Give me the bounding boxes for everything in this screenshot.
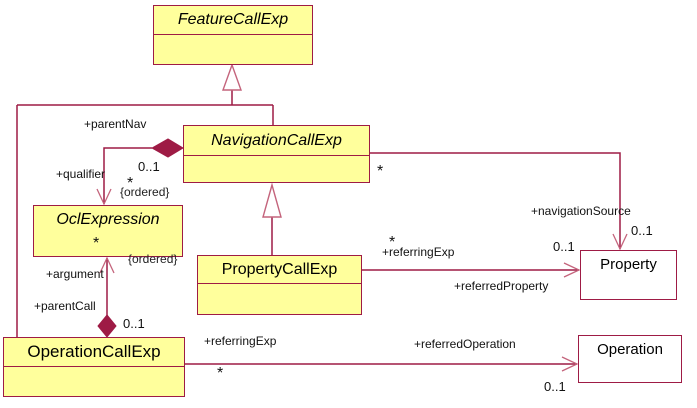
class-navigationcallexp-compartment [184, 156, 369, 182]
multiplicity-referringexp-operation: * [217, 365, 224, 382]
class-property-name: Property [600, 256, 657, 273]
multiplicity-navigationsource-source: * [377, 163, 384, 180]
class-navigationcallexp: NavigationCallExp [183, 125, 370, 183]
class-featurecallexp-compartment [154, 35, 312, 64]
multiplicity-parentnav: 0..1 [138, 159, 160, 174]
multiplicity-navigationsource-target: 0..1 [631, 223, 653, 238]
class-operationcallexp-compartment [4, 367, 184, 396]
role-label-navigationsource: +navigationSource [531, 204, 631, 218]
arrowhead-argument [99, 256, 115, 274]
role-label-referringexp-operation: +referringExp [204, 334, 277, 348]
constraint-qualifier-ordered: {ordered} [120, 185, 170, 199]
arrowhead-referredoperation [561, 356, 579, 372]
class-featurecallexp: FeatureCallExp [153, 5, 313, 65]
class-propertycallexp: PropertyCallExp [197, 255, 362, 315]
role-label-referringexp-property: +referringExp [382, 245, 455, 259]
class-operation: Operation [578, 335, 682, 383]
multiplicity-argument: * [93, 235, 100, 252]
multiplicity-referringexp-property: * [389, 234, 396, 251]
class-operation-name: Operation [597, 341, 663, 358]
arrowhead-referredproperty [563, 262, 581, 278]
role-label-parentcall: +parentCall [34, 299, 96, 313]
association-qualifier-line [103, 147, 152, 204]
class-featurecallexp-name: FeatureCallExp [154, 6, 312, 35]
multiplicity-referredproperty: 0..1 [553, 239, 575, 254]
class-oclexpression-name: OclExpression [56, 211, 160, 228]
class-operationcallexp-name: OperationCallExp [4, 338, 184, 367]
multiplicity-referredoperation: 0..1 [544, 379, 566, 394]
class-oclexpression: OclExpression [33, 205, 183, 257]
composition-diamond-parentnav [150, 138, 184, 158]
class-property: Property [580, 250, 677, 300]
composition-diamond-parentcall [97, 314, 117, 338]
role-label-argument: +argument [46, 267, 104, 281]
role-label-parentnav: +parentNav [84, 117, 147, 131]
class-navigationcallexp-name: NavigationCallExp [184, 126, 369, 156]
generalization-bus-line [16, 90, 274, 337]
class-propertycallexp-name: PropertyCallExp [198, 256, 361, 284]
class-operationcallexp: OperationCallExp [3, 337, 185, 397]
role-label-qualifier: +qualifier [56, 167, 106, 181]
constraint-argument-ordered: {ordered} [128, 252, 178, 266]
role-label-referredproperty: +referredProperty [454, 279, 549, 293]
arrowhead-navigationsource [612, 233, 628, 251]
class-propertycallexp-compartment [198, 284, 361, 314]
multiplicity-qualifier: * [127, 175, 134, 192]
role-label-referredoperation: +referredOperation [414, 337, 516, 351]
association-navigationsource-line [370, 152, 621, 249]
multiplicity-parentcall: 0..1 [123, 316, 145, 331]
generalization-triangle-featurecallexp [222, 62, 242, 91]
generalization-triangle-navigationcallexp [262, 182, 282, 218]
arrowhead-qualifier [96, 188, 112, 206]
